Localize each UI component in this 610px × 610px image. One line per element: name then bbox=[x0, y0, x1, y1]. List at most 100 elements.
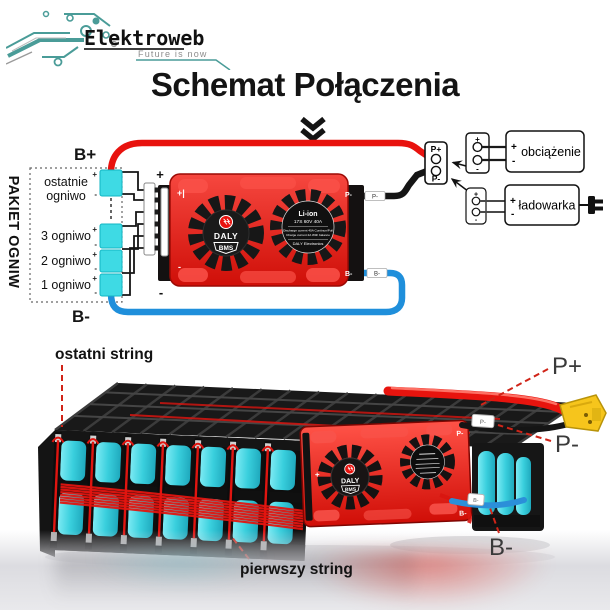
holder-grid-line bbox=[482, 400, 550, 448]
load-connector: + - bbox=[465, 132, 490, 174]
bms-spec-line2: Charge current 2A With balance bbox=[286, 233, 330, 237]
bms-3d-badge: BMS bbox=[345, 487, 357, 493]
cell-last bbox=[99, 169, 123, 197]
bms-spec-line1: Discharge current 40A Continue/Pull bbox=[283, 229, 333, 233]
circuit-icon bbox=[6, 10, 231, 70]
b-plus-wire bbox=[107, 139, 433, 176]
svg-text:P-: P- bbox=[480, 420, 486, 426]
wire-tag-b-minus: B- bbox=[366, 268, 388, 278]
bms-pcb-plus-mark: +| bbox=[177, 188, 185, 198]
holder-grid-line bbox=[282, 391, 349, 441]
bms-maker: DALY Electronics bbox=[293, 241, 324, 246]
svg-text:P-: P- bbox=[372, 195, 378, 201]
arrow-icon bbox=[451, 160, 467, 170]
bms-3d-plus: + bbox=[315, 470, 320, 479]
charger-connector-plus: + bbox=[474, 192, 478, 199]
first-string-label: pierwszy string bbox=[240, 561, 353, 578]
b-minus-tag: B- bbox=[489, 534, 513, 561]
bms-badge-outline bbox=[213, 242, 239, 255]
connection-diagram: + - + - + - + - bbox=[0, 115, 610, 350]
bms-spec-label: Li-ion 17S 60V 40A Discharge current 40A… bbox=[283, 211, 333, 246]
last-string-label: ostatni string bbox=[55, 346, 154, 363]
cells-reflection bbox=[95, 551, 265, 587]
cell-cylinder bbox=[199, 446, 227, 488]
pack-left-face bbox=[38, 430, 55, 557]
output-terminal-box: P+ P- bbox=[424, 141, 448, 185]
cable-tag-p: P- bbox=[471, 413, 495, 429]
charger-wires bbox=[480, 200, 505, 213]
harness-wire bbox=[60, 485, 304, 515]
bms-unit-3d: DALY BMS P- B- + bbox=[299, 419, 473, 528]
string-wire-loop bbox=[121, 439, 135, 446]
harness-wisp bbox=[439, 493, 472, 524]
cell-cylinder bbox=[269, 449, 297, 491]
string-wire bbox=[262, 449, 270, 542]
p-plus-tag: P+ bbox=[552, 353, 583, 380]
connection-diagram-canvas: + - + - + - + - bbox=[29, 116, 603, 316]
bms-p-minus-port: P- bbox=[345, 192, 353, 199]
terminal-p-plus-hole bbox=[430, 153, 442, 165]
bms-brand-text: DALY bbox=[214, 231, 238, 241]
logo-tagline: Future is now bbox=[138, 49, 208, 59]
cell-minus-mark: - bbox=[94, 288, 97, 297]
load-connector-minus: - bbox=[476, 165, 479, 174]
top-wire bbox=[159, 402, 501, 420]
logo-brand: Elektroweb bbox=[84, 26, 205, 50]
bms-3d-brand: DALY bbox=[341, 478, 360, 486]
cell-minus-mark: - bbox=[94, 190, 97, 199]
harness-wire bbox=[60, 490, 304, 520]
cable-highlight bbox=[390, 386, 558, 406]
cell-plus-mark: + bbox=[92, 274, 97, 283]
b-minus-label: B- bbox=[72, 307, 90, 326]
p-minus-cable bbox=[459, 420, 575, 434]
floor-surface bbox=[0, 530, 610, 610]
holder-grid-line bbox=[54, 381, 119, 432]
charger-connector-minus: - bbox=[475, 217, 478, 224]
harness-wire bbox=[59, 496, 304, 526]
bms-3d-b-minus: B- bbox=[459, 510, 467, 517]
battery-pack-box bbox=[29, 167, 123, 303]
daly-logo-icon bbox=[219, 215, 233, 229]
harness-wire bbox=[60, 483, 304, 513]
holder-grid-line bbox=[225, 389, 292, 438]
bms-3d-pads bbox=[310, 424, 458, 522]
string-wire bbox=[157, 444, 165, 537]
bms-badge-text: BMS bbox=[219, 245, 234, 252]
cell-plus-mark: + bbox=[92, 250, 97, 259]
logo: Elektroweb Future is now bbox=[6, 4, 256, 70]
load-plus: + bbox=[511, 142, 517, 153]
daly-logo-icon bbox=[344, 463, 356, 475]
bms-outer-plus: + bbox=[156, 167, 164, 182]
holder-grid-line bbox=[139, 385, 205, 435]
charger-plus: + bbox=[510, 196, 516, 207]
arrow-icon bbox=[450, 178, 467, 191]
fan-icon: Li-ion 17S 60V 40A Discharge current 40A… bbox=[270, 189, 346, 265]
p-minus-wire bbox=[356, 167, 431, 200]
cell-label-3: 3 ogniwo bbox=[40, 229, 92, 243]
harness-wire bbox=[60, 488, 304, 518]
charger-connector: + - bbox=[465, 187, 487, 225]
load-box: + - obciążenie bbox=[505, 130, 585, 173]
pack-right-end bbox=[472, 443, 544, 531]
cell-cylinder bbox=[234, 448, 262, 489]
bms-pcb-pads bbox=[178, 177, 340, 283]
bms-chemistry: Li-ion bbox=[298, 211, 317, 218]
battery-cells bbox=[99, 169, 123, 297]
bms-outer-minus: - bbox=[159, 285, 163, 300]
terminal-p-minus-hole bbox=[430, 165, 442, 177]
svg-text:B-: B- bbox=[473, 498, 479, 504]
bms-right-cap bbox=[344, 185, 364, 281]
b-plus-label: B+ bbox=[74, 145, 97, 164]
cell-plus-mark: + bbox=[92, 225, 97, 234]
cell-polarity-marks: + - + - + - + - bbox=[92, 170, 97, 297]
cell-cylinder bbox=[60, 440, 87, 482]
cell-3 bbox=[99, 223, 123, 249]
string-wire-loop bbox=[226, 444, 240, 451]
cell-2 bbox=[99, 249, 123, 273]
holder-grid-line bbox=[254, 390, 320, 439]
holder-grid-line bbox=[168, 386, 234, 436]
bms-pcb-minus-mark: - bbox=[178, 262, 181, 272]
bms-unit: DALY BMS Li-ion 17S 60V 40A Discharge cu… bbox=[158, 173, 364, 287]
holder-grid-line bbox=[105, 391, 565, 413]
fan-icon bbox=[400, 434, 456, 490]
